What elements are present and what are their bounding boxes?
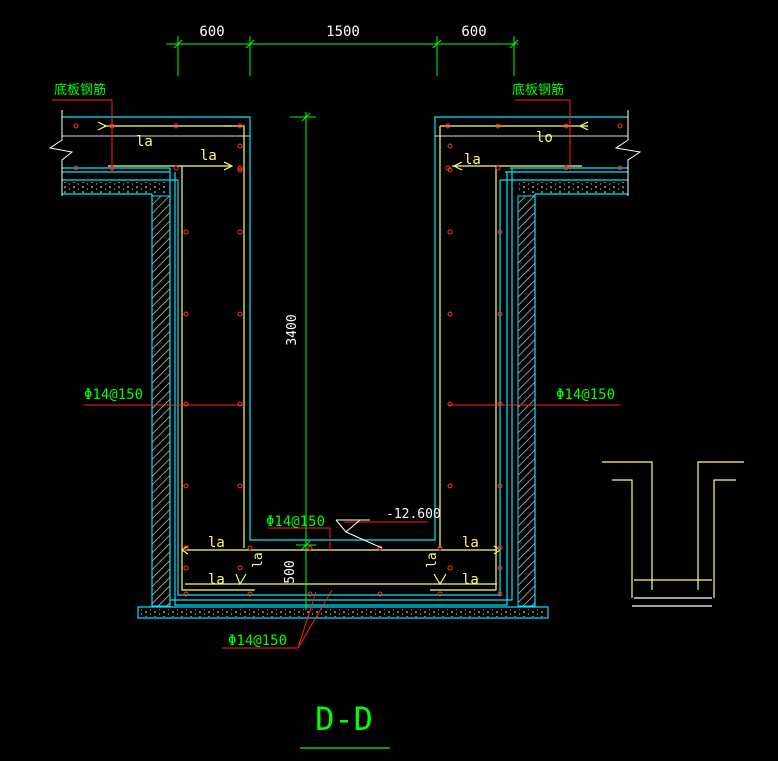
dim-600-left: 600 <box>199 24 224 40</box>
rebar-dot <box>447 229 453 235</box>
elevation-marker <box>335 519 383 549</box>
rebar-dot <box>447 167 453 173</box>
slab-rebar-left-label: 底板钢筋 <box>54 82 106 98</box>
rebar-dot <box>437 591 443 597</box>
rebar-dot <box>173 123 179 129</box>
la-bottom-left-1: la <box>208 535 225 551</box>
rebar-bottom-upper-label: Φ14@150 <box>266 514 325 530</box>
left-gravel <box>64 182 168 193</box>
rebar-dot <box>447 483 453 489</box>
la-bottom-right-2: la <box>462 572 479 588</box>
rebar-dot <box>173 165 179 171</box>
dim-600-right: 600 <box>461 24 486 40</box>
rebar-dot <box>445 123 451 129</box>
slab-rebar-right-label: 底板钢筋 <box>512 82 564 98</box>
base-gravel <box>140 609 546 617</box>
rebar-dot <box>247 545 253 551</box>
rebar-dot <box>617 123 623 129</box>
rebar-dot <box>437 545 443 551</box>
right-gravel <box>518 182 626 193</box>
dim-500: 500 <box>283 560 298 583</box>
dimension-lines <box>166 36 519 610</box>
rebar-bottom-lower-label: Φ14@150 <box>228 633 287 649</box>
rebar-dot <box>237 311 243 317</box>
la-bottom-right-1: la <box>462 535 479 551</box>
rebar-dot <box>497 229 503 235</box>
rebar-dots <box>73 123 623 597</box>
rebar-dot <box>183 545 189 551</box>
rebar-dot <box>183 565 189 571</box>
rebar-dot <box>237 143 243 149</box>
rebar-dot <box>237 123 243 129</box>
rebar-dot <box>183 591 189 597</box>
rebar-dot <box>563 165 569 171</box>
rebar-dot <box>247 591 253 597</box>
rebar-dot <box>447 311 453 317</box>
rebar-right-wall-label: Φ14@150 <box>556 387 615 403</box>
break-lines <box>48 110 642 196</box>
la-top-left-1: la <box>136 134 153 150</box>
la-bottom-left-vert: la <box>251 552 266 568</box>
rebar-dot <box>497 545 503 551</box>
rebar-dot <box>447 143 453 149</box>
dim-1500: 1500 <box>326 24 360 40</box>
la-bottom-right-vert: la <box>425 552 440 568</box>
rebar-dot <box>73 123 79 129</box>
rebar-dot <box>237 565 243 571</box>
rebar-dot <box>237 167 243 173</box>
leader-lines <box>52 99 620 649</box>
rebar-dot <box>497 401 503 407</box>
rebar-dot <box>617 165 623 171</box>
rebar-dot <box>237 229 243 235</box>
rebar-dot <box>237 401 243 407</box>
rebar-dot <box>495 165 501 171</box>
rebar-lines <box>97 121 589 591</box>
rebar-dot <box>73 165 79 171</box>
la-top-right: la <box>464 152 481 168</box>
rebar-dot <box>447 401 453 407</box>
rebar-dot <box>497 311 503 317</box>
dim-3400: 3400 <box>285 314 300 345</box>
rebar-dot <box>497 565 503 571</box>
la-bottom-left-2: la <box>208 572 225 588</box>
rebar-dot <box>183 229 189 235</box>
rebar-dot <box>563 123 569 129</box>
rebar-dot <box>307 545 313 551</box>
left-wall-hatch <box>151 195 171 607</box>
rebar-dot <box>237 483 243 489</box>
detail-sketch <box>602 461 744 607</box>
rebar-dot <box>497 591 503 597</box>
rebar-dot <box>497 483 503 489</box>
rebar-left-wall-label: Φ14@150 <box>84 387 143 403</box>
rebar-dot <box>183 483 189 489</box>
elevation-label: -12.600 <box>386 507 441 522</box>
rebar-dot <box>237 165 243 171</box>
rebar-dot <box>183 401 189 407</box>
lo-top-right: lo <box>536 130 553 146</box>
rebar-dot <box>183 311 189 317</box>
right-wall-hatch <box>517 195 536 607</box>
rebar-dot <box>495 123 501 129</box>
rebar-dot <box>307 591 313 597</box>
labels: 600 1500 600 3400 500 底板钢筋 底板钢筋 Φ14@150 … <box>54 24 615 738</box>
section-title: D-D <box>315 700 373 738</box>
rebar-dot <box>377 591 383 597</box>
rebar-dot <box>447 565 453 571</box>
la-top-left-2: la <box>200 148 217 164</box>
